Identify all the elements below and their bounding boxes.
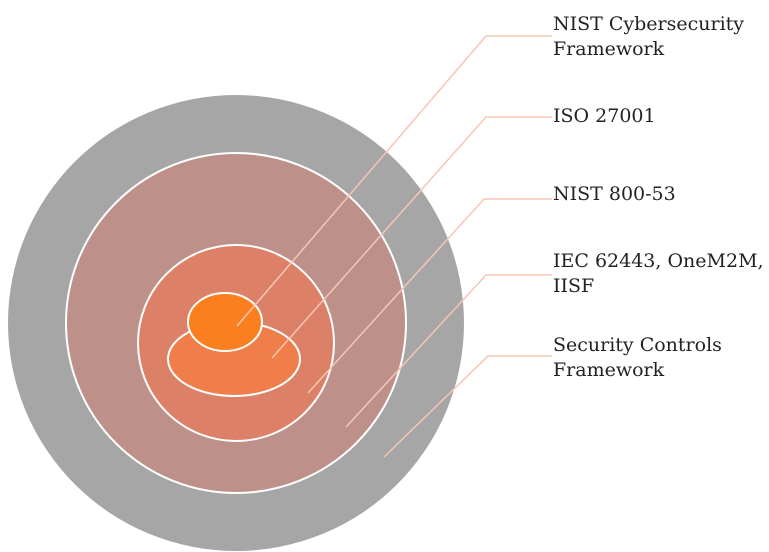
label-line: IEC 62443, OneM2M, bbox=[553, 250, 764, 272]
label-line: ISO 27001 bbox=[553, 105, 656, 127]
label-security-controls-framework: Security Controls Framework bbox=[553, 333, 722, 383]
label-line: Security Controls bbox=[553, 334, 722, 356]
leader-line-iec-onem2m-iisf bbox=[345, 274, 552, 428]
label-line: IISF bbox=[553, 275, 595, 297]
label-iec-62443-onem2m-iisf: IEC 62443, OneM2M, IISF bbox=[553, 249, 764, 299]
leader-line-security-controls bbox=[383, 355, 552, 458]
label-line: NIST Cybersecurity bbox=[553, 13, 745, 35]
label-iso-27001: ISO 27001 bbox=[553, 104, 656, 129]
leader-line-nist-800-53 bbox=[307, 198, 552, 394]
leader-line-iso-27001 bbox=[271, 116, 552, 359]
label-line: Framework bbox=[553, 359, 665, 381]
label-line: Framework bbox=[553, 38, 665, 60]
label-nist-cybersecurity-framework: NIST Cybersecurity Framework bbox=[553, 12, 744, 62]
label-line: NIST 800-53 bbox=[553, 183, 676, 205]
leader-line-nist-csf bbox=[236, 35, 552, 327]
nist-csf-ellipse bbox=[187, 292, 263, 352]
label-nist-800-53: NIST 800-53 bbox=[553, 182, 676, 207]
